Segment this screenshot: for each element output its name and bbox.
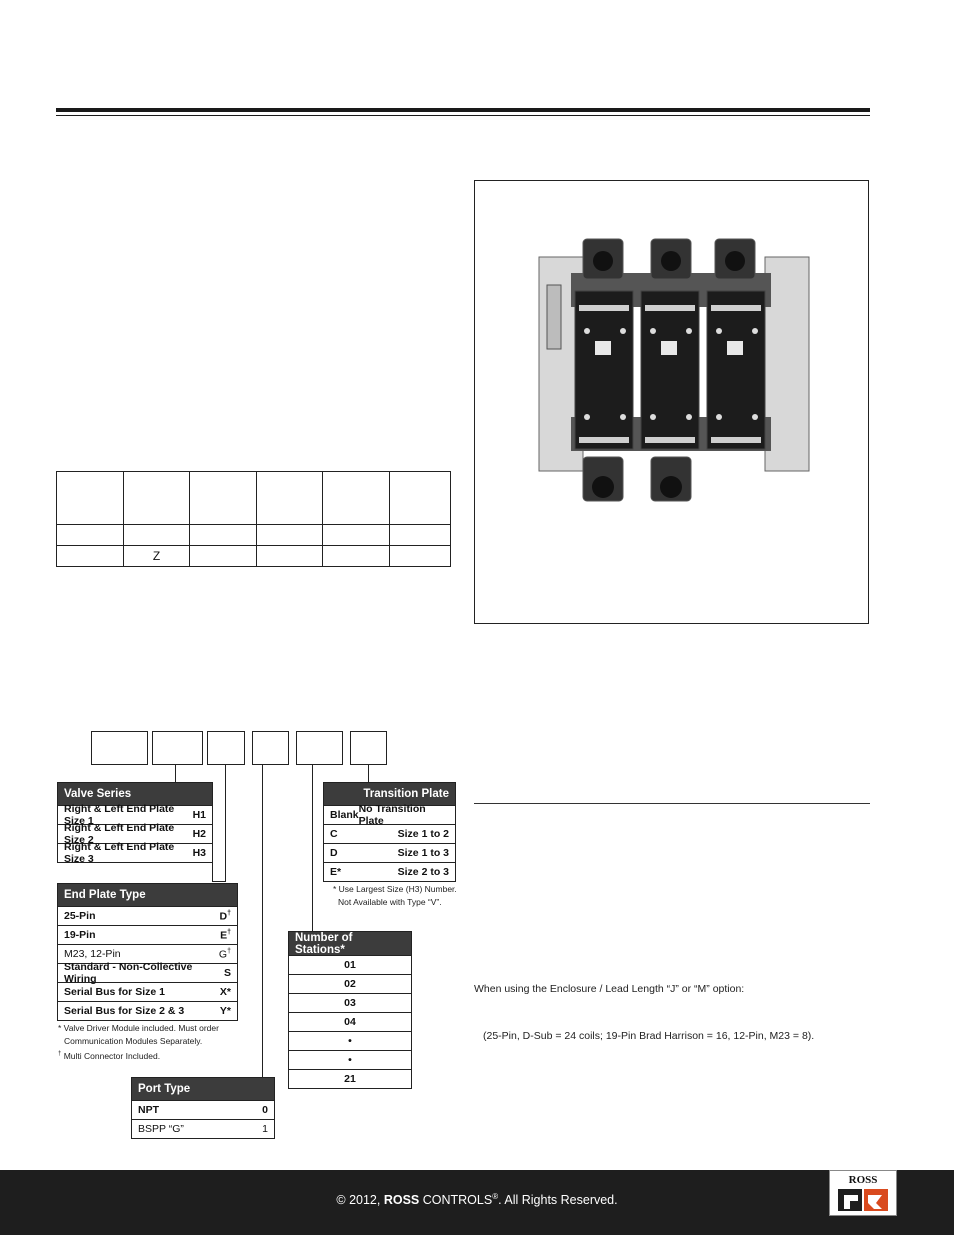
code-box-end-plate	[152, 731, 203, 765]
table-cell	[256, 524, 323, 546]
list-item: 04	[289, 1012, 411, 1031]
list-item: 21	[289, 1069, 411, 1088]
transition-plate-note: * Use Largest Size (H3) Number. Not Avai…	[333, 884, 457, 907]
list-item: •	[289, 1031, 411, 1050]
end-plate-note: * Valve Driver Module included. Must ord…	[58, 1023, 219, 1061]
top-rule-thick	[56, 108, 870, 112]
enclosure-note: When using the Enclosure / Lead Length “…	[474, 983, 745, 995]
list-item: 03	[289, 993, 411, 1012]
table-cell	[189, 471, 257, 525]
connector-line	[175, 765, 176, 782]
table-cell	[322, 524, 390, 546]
valve-series-table: Valve Series Right & Left End Plate Size…	[57, 782, 213, 865]
table-cell	[123, 524, 190, 546]
footer-bar	[0, 1170, 954, 1235]
port-type-header: Port Type	[132, 1078, 274, 1100]
table-cell	[389, 524, 451, 546]
end-plate-type-header: End Plate Type	[58, 884, 237, 906]
list-item: BSPP “G”1	[132, 1119, 274, 1138]
logo-mark-icon	[838, 1189, 888, 1211]
product-photo-frame	[474, 180, 869, 624]
table-cell	[56, 471, 124, 525]
code-box-stations	[296, 731, 343, 765]
connector-line	[225, 765, 226, 882]
connector-line	[212, 881, 226, 882]
list-item: E*Size 2 to 3	[324, 862, 455, 881]
pin-count-note: (25-Pin, D-Sub = 24 coils; 19-Pin Brad H…	[483, 1030, 815, 1042]
table-cell	[256, 471, 323, 525]
table-cell	[56, 545, 124, 567]
code-box-blank	[252, 731, 289, 765]
transition-plate-header: Transition Plate	[324, 783, 455, 805]
valve-manifold-image	[538, 238, 810, 502]
table-cell	[56, 524, 124, 546]
table-cell: Z	[123, 545, 190, 567]
table-cell	[389, 471, 451, 525]
connector-line	[212, 860, 213, 882]
ross-logo: ROSS	[829, 1170, 897, 1216]
table-cell	[322, 545, 390, 567]
stations-table: Number of Stations* 01 02 03 04 • • 21	[288, 931, 412, 1089]
table-cell	[189, 524, 257, 546]
copyright-text: © 2012, ROSS CONTROLS®. All Rights Reser…	[336, 1192, 618, 1208]
list-item: •	[289, 1050, 411, 1069]
list-item: 01	[289, 955, 411, 974]
table-cell	[322, 471, 390, 525]
list-item: 02	[289, 974, 411, 993]
stations-header: Number of Stations*	[289, 932, 411, 956]
code-box-port-type	[207, 731, 245, 765]
code-box-transition	[350, 731, 387, 765]
code-box-valve-series	[91, 731, 148, 765]
table-cell	[189, 545, 257, 567]
connector-line	[262, 765, 263, 1077]
valve-series-header: Valve Series	[58, 783, 212, 805]
table-cell	[256, 545, 323, 567]
table-cell	[389, 545, 451, 567]
spec-table: Z	[56, 471, 451, 567]
section-divider	[474, 803, 870, 804]
top-rule-thin	[56, 115, 870, 116]
logo-wordmark: ROSS	[848, 1174, 878, 1186]
connector-line	[368, 765, 369, 782]
table-cell	[123, 471, 190, 525]
connector-line	[312, 765, 313, 931]
